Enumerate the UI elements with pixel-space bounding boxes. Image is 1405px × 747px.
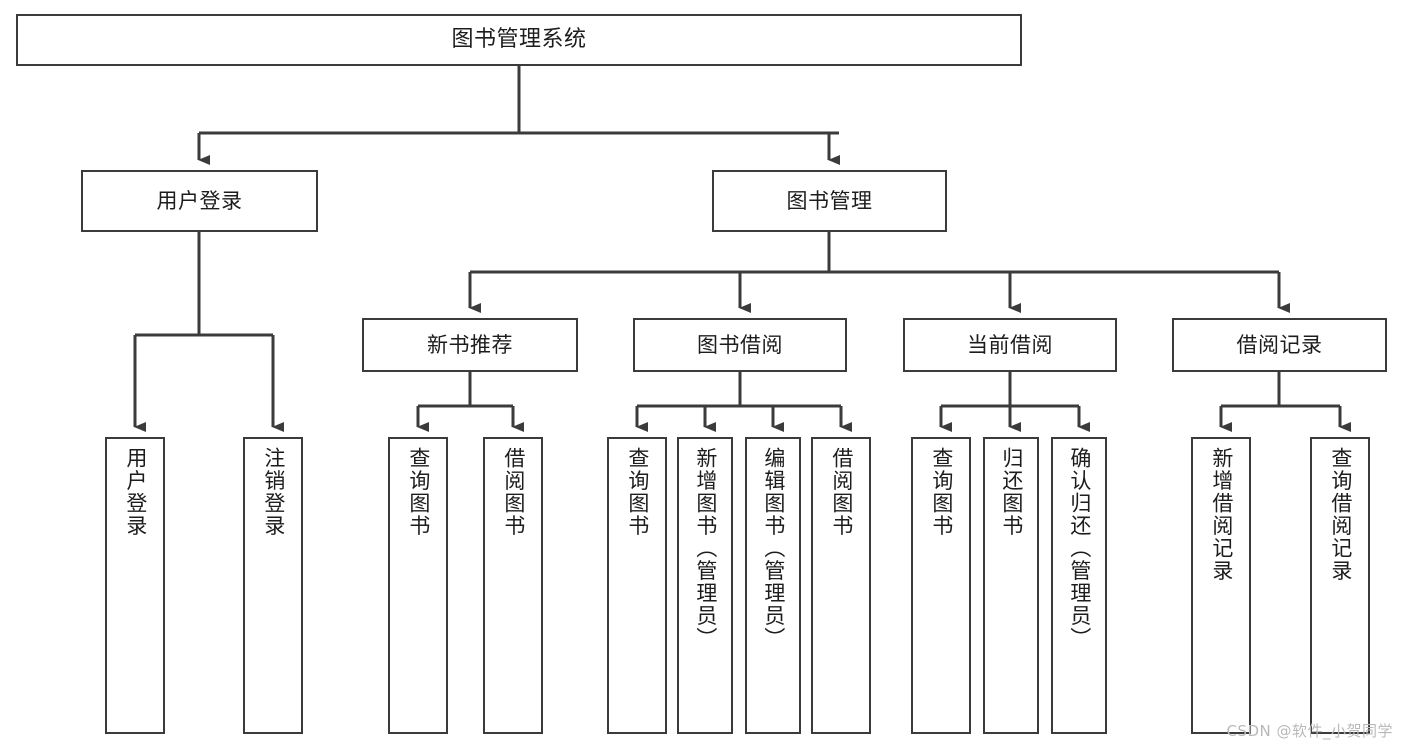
leaf-current-borrow-confirm-return[interactable]: 确认归还（管理员） bbox=[1051, 437, 1107, 734]
node-label: 借阅图书 bbox=[829, 447, 854, 537]
node-label: 借阅图书 bbox=[501, 447, 526, 537]
node-label: 编辑图书（管理员） bbox=[761, 447, 786, 650]
node-borrow-record[interactable]: 借阅记录 bbox=[1172, 318, 1387, 372]
leaf-borrow-record-add[interactable]: 新增借阅记录 bbox=[1191, 437, 1251, 734]
leaf-new-book-borrow[interactable]: 借阅图书 bbox=[483, 437, 543, 734]
leaf-book-borrow-borrow[interactable]: 借阅图书 bbox=[811, 437, 871, 734]
node-root-system[interactable]: 图书管理系统 bbox=[16, 14, 1022, 66]
node-book-management[interactable]: 图书管理 bbox=[712, 170, 947, 232]
node-label: 查询图书 bbox=[625, 447, 650, 537]
node-label: 查询借阅记录 bbox=[1328, 447, 1353, 582]
leaf-book-borrow-add[interactable]: 新增图书（管理员） bbox=[677, 437, 733, 734]
node-label: 图书借阅 bbox=[697, 332, 783, 357]
node-label: 新书推荐 bbox=[427, 332, 513, 357]
leaf-borrow-record-query[interactable]: 查询借阅记录 bbox=[1310, 437, 1370, 734]
leaf-book-borrow-query[interactable]: 查询图书 bbox=[607, 437, 667, 734]
leaf-book-borrow-edit[interactable]: 编辑图书（管理员） bbox=[745, 437, 801, 734]
node-label: 确认归还（管理员） bbox=[1067, 447, 1092, 650]
leaf-current-borrow-return[interactable]: 归还图书 bbox=[983, 437, 1039, 734]
node-label: 新增图书（管理员） bbox=[693, 447, 718, 650]
node-label: 用户登录 bbox=[123, 447, 148, 537]
leaf-user-login-logout[interactable]: 注销登录 bbox=[243, 437, 303, 734]
csdn-watermark: CSDN @软件_小贺同学 bbox=[1226, 722, 1393, 740]
node-label: 借阅记录 bbox=[1236, 332, 1323, 357]
node-label: 注销登录 bbox=[261, 447, 286, 537]
leaf-new-book-query[interactable]: 查询图书 bbox=[388, 437, 448, 734]
leaf-current-borrow-query[interactable]: 查询图书 bbox=[911, 437, 971, 734]
node-label: 图书管理系统 bbox=[451, 27, 587, 53]
node-label: 用户登录 bbox=[156, 188, 243, 213]
node-user-login[interactable]: 用户登录 bbox=[81, 170, 318, 232]
node-current-borrow[interactable]: 当前借阅 bbox=[903, 318, 1117, 372]
node-label: 图书管理 bbox=[786, 188, 873, 213]
node-label: 查询图书 bbox=[406, 447, 431, 537]
node-label: 新增借阅记录 bbox=[1209, 447, 1234, 582]
node-label: 归还图书 bbox=[999, 447, 1024, 537]
node-label: 查询图书 bbox=[929, 447, 954, 537]
node-book-borrow[interactable]: 图书借阅 bbox=[633, 318, 847, 372]
node-new-book-recommend[interactable]: 新书推荐 bbox=[362, 318, 578, 372]
leaf-user-login-login[interactable]: 用户登录 bbox=[105, 437, 165, 734]
node-label: 当前借阅 bbox=[967, 332, 1053, 357]
